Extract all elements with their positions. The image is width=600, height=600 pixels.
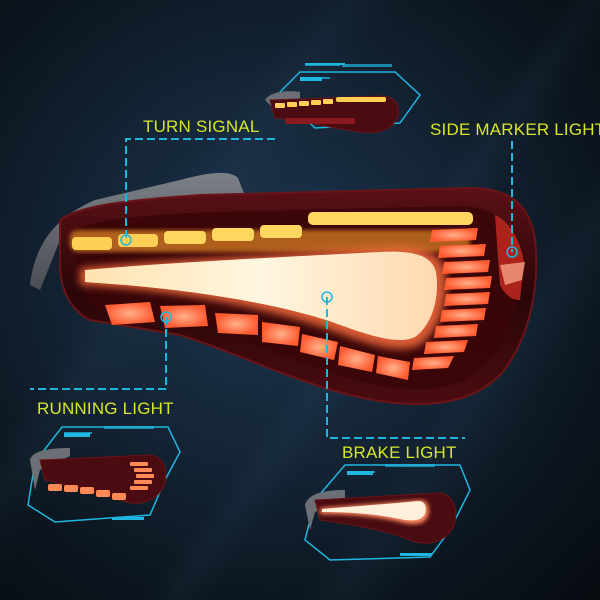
turn-signal-leds bbox=[70, 212, 473, 252]
running-light-label: RUNNING LIGHT bbox=[37, 399, 174, 418]
connector-lines bbox=[30, 138, 513, 439]
turn-signal-connector bbox=[125, 138, 275, 240]
running-light-pointer-icon bbox=[160, 311, 172, 323]
side-marker-pointer-icon bbox=[506, 246, 518, 258]
brake-light-connector bbox=[326, 297, 465, 439]
running-light-leds bbox=[105, 228, 492, 380]
brake-light-inset bbox=[304, 464, 471, 561]
turn-signal-inset bbox=[265, 63, 421, 134]
running-light-connector bbox=[30, 317, 167, 390]
brake-light-pointer-icon bbox=[321, 291, 333, 303]
turn-signal-pointer-icon bbox=[120, 234, 132, 246]
main-taillight bbox=[30, 172, 538, 406]
side-marker-light-label: SIDE MARKER LIGHT bbox=[430, 120, 600, 139]
brake-light-label: BRAKE LIGHT bbox=[342, 443, 457, 462]
turn-signal-label: TURN SIGNAL bbox=[143, 117, 260, 136]
brake-light-bar bbox=[80, 247, 447, 350]
running-light-inset bbox=[27, 426, 181, 523]
